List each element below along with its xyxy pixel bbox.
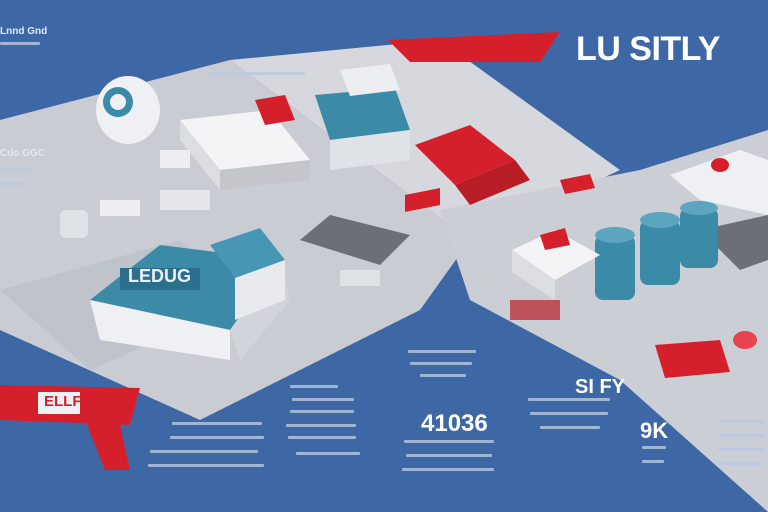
caption-line [288, 436, 356, 439]
caption-line [406, 454, 492, 457]
red-tab [255, 95, 295, 125]
caption-line [296, 452, 360, 455]
caption-line [170, 436, 264, 439]
caption-line [148, 464, 264, 467]
far-right-stat-label: 9K [640, 418, 669, 443]
teal-tower [210, 228, 285, 278]
red-block-right [655, 340, 730, 378]
caption-line [0, 42, 40, 45]
sign-label: ELLF [44, 393, 82, 410]
caption-line [408, 350, 476, 353]
caption-line [210, 72, 305, 75]
building-logo-text: LEDUG [128, 266, 191, 286]
long-building-roof [180, 110, 310, 170]
caption-line [540, 426, 600, 429]
caption-line [0, 182, 24, 185]
far-right-building [670, 150, 768, 215]
caption-line [402, 468, 494, 471]
caption-line [290, 410, 354, 413]
caption-line [718, 434, 766, 437]
center-stat-number: 41036 [421, 410, 488, 437]
left-mid-label: Cdo GGC [0, 148, 45, 159]
small-red-sign [405, 188, 440, 212]
silo [640, 220, 680, 285]
caption-line [718, 420, 764, 423]
caption-line [292, 398, 354, 401]
caption-line [0, 168, 30, 171]
caption-line [286, 424, 356, 427]
caption-line [528, 398, 610, 401]
caption-line [290, 385, 338, 388]
teal-building-roof [315, 88, 410, 140]
right-stat-label: SI FY [575, 376, 626, 398]
silo [680, 208, 718, 268]
caption-line [150, 450, 258, 453]
caption-line [530, 412, 608, 415]
caption-line [718, 462, 762, 465]
red-banner-top [388, 32, 560, 62]
long-building-side [220, 160, 310, 190]
road [300, 215, 410, 265]
ground-plane-center [230, 40, 620, 240]
red-warehouse-roof [415, 125, 515, 185]
caption-line [404, 440, 494, 443]
main-building-front [90, 300, 230, 360]
caption-line [718, 448, 766, 451]
long-building-front [180, 120, 220, 190]
silo [595, 235, 635, 300]
caption-line [410, 362, 472, 365]
caption-line [172, 422, 262, 425]
page-title: LU SITLY [576, 30, 721, 68]
caption-line [642, 460, 664, 463]
right-building-roof [512, 230, 600, 280]
caption-line [420, 374, 466, 377]
left-top-label: Lnnd Gnd [0, 26, 48, 37]
teal-building-side [330, 130, 410, 170]
caption-line [642, 446, 666, 449]
